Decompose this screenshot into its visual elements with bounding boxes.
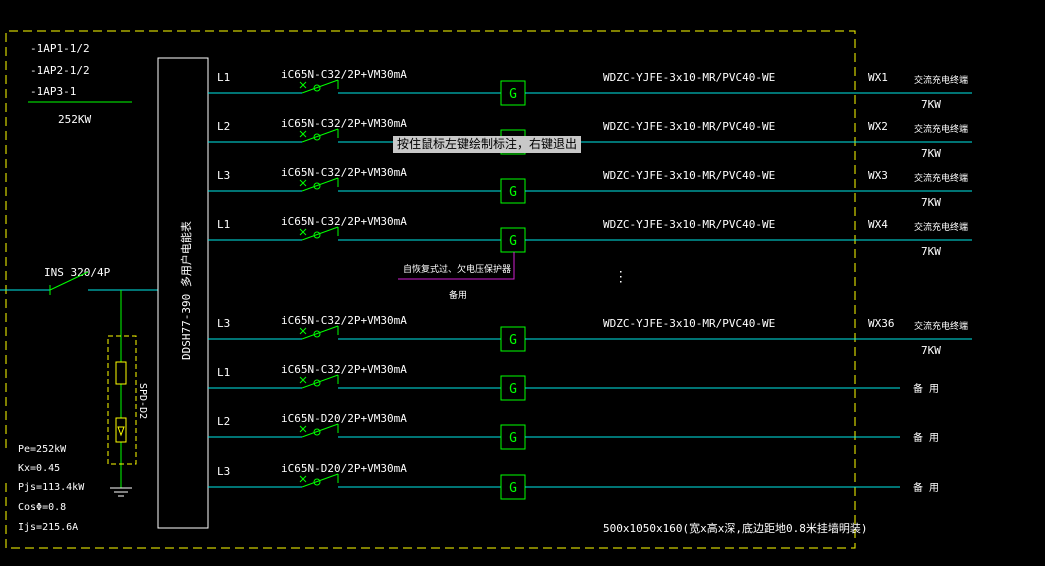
gate-box[interactable] [500,227,526,253]
circuit-id: WX4 [868,218,888,231]
phase-label: L2 [217,120,230,133]
load-power: 7KW [921,98,941,111]
cable-label: WDZC-YJFE-3x10-MR/PVC40-WE [603,71,775,84]
spd-arrow-icon [117,426,125,437]
gate-box[interactable] [500,80,526,106]
circuit-row[interactable]: L1 iC65N-C32/2P+VM30mA G 备 用 [208,363,939,401]
gate-label: G [509,333,517,348]
breaker-label: iC65N-C32/2P+VM30mA [281,363,407,376]
breaker-symbol-icon [299,177,339,192]
gate-label: G [509,234,517,249]
circuit-row[interactable]: L1 iC65N-C32/2P+VM30mA G WDZC-YJFE-3x10-MR/… [208,215,972,258]
circuit-row[interactable]: L3 iC65N-C32/2P+VM30mA G WDZC-YJFE-3x10-MR/… [208,166,972,209]
circuit-id: WX1 [868,71,888,84]
phase-label: L3 [217,465,230,478]
source-label-3: -1AP3-1 [30,85,76,98]
calc-kx: Kx=0.45 [18,463,60,474]
main-switch-symbol [49,271,89,291]
spd-label: SPD-D2 [137,383,148,419]
phase-label: L2 [217,415,230,428]
breaker-symbol-icon [299,79,339,94]
spare-label: 备 用 [913,431,939,444]
circuit-row[interactable]: L3 iC65N-D20/2P+VM30mA G 备 用 [208,462,939,500]
cable-label: WDZC-YJFE-3x10-MR/PVC40-WE [603,120,775,133]
load-power: 7KW [921,147,941,160]
breaker-label: iC65N-C32/2P+VM30mA [281,117,407,130]
drawing-tooltip: 按住鼠标左键绘制标注，右键退出 [393,136,582,153]
ellipsis-dots [620,271,622,283]
cable-label: WDZC-YJFE-3x10-MR/PVC40-WE [603,169,775,182]
spd-element-bottom [115,417,127,443]
load-power: 7KW [921,245,941,258]
gate-label: G [509,185,517,200]
cable-label: WDZC-YJFE-3x10-MR/PVC40-WE [603,218,775,231]
gate-label: G [509,382,517,397]
breaker-symbol-icon [299,128,339,143]
annotation-text-1: 自恢复式过、欠电压保护器 [403,263,511,275]
breaker-symbol-icon [299,226,339,241]
meter-label: DDSH77-390 多用户电能表 [179,221,193,360]
load-label: 交流充电终端 [914,123,968,135]
ground-symbol-icon [110,487,132,497]
source-label-2: -1AP2-1/2 [30,64,90,77]
load-power: 7KW [921,344,941,357]
breaker-symbol-icon [299,374,339,389]
calc-ijs: Ijs=215.6A [18,522,78,533]
load-label: 交流充电终端 [914,74,968,86]
circuit-row[interactable]: L1 iC65N-C32/2P+VM30mA G WDZC-YJFE-3x10-MR/… [208,68,972,111]
phase-label: L1 [217,71,230,84]
calc-cos: CosΦ=0.8 [18,502,66,513]
circuit-id: WX2 [868,120,888,133]
spd-dashed-box [107,335,137,465]
load-label: 交流充电终端 [914,172,968,184]
breaker-label: iC65N-D20/2P+VM30mA [281,412,407,425]
spare-label: 备 用 [913,382,939,395]
gate-label: G [509,431,517,446]
load-label: 交流充电终端 [914,320,968,332]
calc-pjs: Pjs=113.4kW [18,482,85,493]
phase-label: L3 [217,317,230,330]
load-power: 7KW [921,196,941,209]
breaker-label: iC65N-C32/2P+VM30mA [281,314,407,327]
circuit-id: WX3 [868,169,888,182]
circuit-row[interactable]: L3 iC65N-C32/2P+VM30mA G WDZC-YJFE-3x10-MR/… [208,314,972,357]
phase-label: L1 [217,218,230,231]
phase-label: L1 [217,366,230,379]
phase-label: L3 [217,169,230,182]
circuit-row[interactable]: L2iC65N-C32/2P+VM30mAGWDZC-YJFE-3x10-MR/… [208,117,972,160]
cable-label: WDZC-YJFE-3x10-MR/PVC40-WE [603,317,775,330]
breaker-label: iC65N-C32/2P+VM30mA [281,166,407,179]
spare-label: 备 用 [913,481,939,494]
breaker-symbol-icon [299,325,339,340]
source-power: 252KW [58,113,91,126]
circuit-id: WX36 [868,317,895,330]
circuit-row[interactable]: L2 iC65N-D20/2P+VM30mA G 备 用 [208,412,939,450]
meter-block[interactable] [157,57,209,529]
source-label-1: -1AP1-1/2 [30,42,90,55]
gate-label: G [509,87,517,102]
breaker-label: iC65N-C32/2P+VM30mA [281,68,407,81]
circuit-rows: L1 iC65N-C32/2P+VM30mA G WDZC-YJFE-3x10-MR/… [208,68,972,500]
annotation-text-2: 备用 [449,289,467,301]
breaker-label: iC65N-D20/2P+VM30mA [281,462,407,475]
spd-element-top [115,361,127,385]
gate-label: G [509,481,517,496]
breaker-symbol-icon [299,473,339,488]
load-label: 交流充电终端 [914,221,968,233]
main-switch-label: INS 320/4P [44,266,111,279]
breaker-label: iC65N-C32/2P+VM30mA [281,215,407,228]
box-size-note: 500x1050x160(宽x高x深,底边距地0.8米挂墙明装) [603,521,867,535]
gate-box[interactable] [500,178,526,204]
annotation-leader-line [398,252,515,280]
breaker-symbol-icon [299,423,339,438]
calc-pe: Pe=252kW [18,444,67,455]
